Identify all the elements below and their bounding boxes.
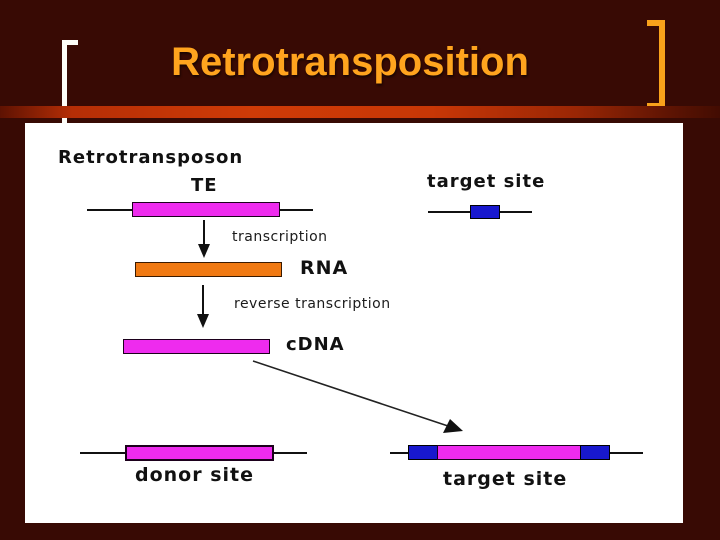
inserted-te-box: [437, 445, 582, 460]
down-arrow-icon: [202, 285, 204, 315]
target-site-top-label: target site: [427, 171, 546, 192]
cdna-label: cDNA: [286, 334, 345, 355]
down-arrowhead-icon: [198, 244, 210, 258]
down-arrow-icon: [203, 220, 205, 245]
target-site-bottom-label: target site: [443, 468, 568, 490]
diagonal-arrow-icon: [252, 360, 463, 433]
diagram-heading: Retrotransposon: [58, 147, 244, 168]
rna-box: [135, 262, 282, 277]
target-duplication-right-box: [580, 445, 610, 460]
donor-site-box: [125, 445, 274, 461]
cdna-box: [123, 339, 270, 354]
donor-site-label: donor site: [135, 464, 255, 486]
right-bracket-icon: [659, 20, 665, 109]
left-bracket-icon: [62, 40, 67, 124]
te-label: TE: [191, 175, 218, 196]
slide-title: Retrotransposition: [171, 40, 529, 84]
target-site-box-top: [470, 205, 500, 219]
down-arrowhead-icon: [197, 314, 209, 328]
transcription-label: transcription: [232, 229, 328, 245]
left-bracket-cap: [62, 40, 78, 45]
target-duplication-left-box: [408, 445, 439, 460]
rna-label: RNA: [300, 257, 349, 279]
right-bracket-top-cap: [647, 20, 665, 26]
te-element-box: [132, 202, 280, 217]
diagram-panel: Retrotransposon TE target site transcrip…: [25, 123, 683, 523]
reverse-transcription-label: reverse transcription: [234, 296, 391, 312]
title-divider-line: [0, 106, 720, 118]
